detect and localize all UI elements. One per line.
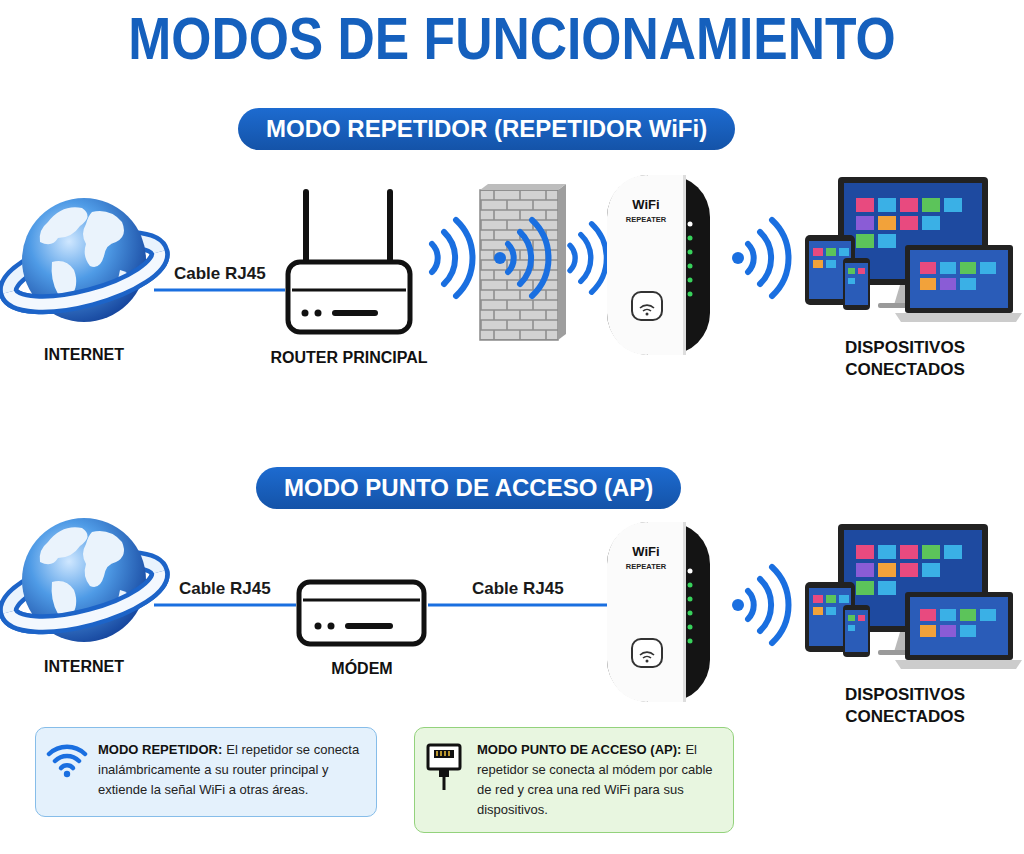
wifi-waves xyxy=(748,220,789,296)
repeater-node: WiFiREPEATER xyxy=(607,175,710,355)
info-heading: MODO PUNTO DE ACCESO (AP): xyxy=(477,742,681,757)
art-shape xyxy=(288,262,410,332)
cable-label: Cable RJ45 xyxy=(179,579,271,599)
info-heading: MODO REPETIDOR: xyxy=(98,742,222,757)
cable-line xyxy=(154,604,296,607)
wifi-dot xyxy=(494,252,506,264)
ethernet-icon xyxy=(425,742,463,792)
device-caption: INTERNET xyxy=(44,657,124,678)
page-title: MODOS DE FUNCIONAMIENTO xyxy=(72,6,953,72)
art-shape xyxy=(315,310,322,317)
model-label: REPEATER xyxy=(607,562,685,571)
art-shape xyxy=(49,747,85,754)
art-shape xyxy=(558,184,566,340)
art-shape xyxy=(299,582,424,644)
info-text: MODO PUNTO DE ACCESO (AP):El repetidor s… xyxy=(477,740,721,820)
router-icon xyxy=(288,192,410,332)
brand-label: WiFi xyxy=(607,197,685,212)
art-shape xyxy=(480,190,558,340)
info-text: MODO REPETIDOR:El repetidor se conecta i… xyxy=(98,740,364,800)
art-shape xyxy=(480,184,566,190)
art-shape xyxy=(332,310,378,316)
art-shape xyxy=(303,599,420,602)
mode-banner: MODO PUNTO DE ACCESO (AP) xyxy=(256,467,681,509)
devices-node: DISPOSITIVOS CONECTADOS xyxy=(800,175,1010,325)
cable-label: Cable RJ45 xyxy=(472,579,564,599)
device-caption: DISPOSITIVOS CONECTADOS xyxy=(820,337,990,381)
art-shape xyxy=(64,771,70,777)
device-caption: INTERNET xyxy=(44,345,124,366)
art-shape xyxy=(303,192,309,262)
info-box: MODO REPETIDOR:El repetidor se conecta i… xyxy=(35,727,377,817)
art-shape xyxy=(61,765,73,768)
device-caption: MÓDEM xyxy=(331,659,392,680)
art-shape xyxy=(439,769,449,777)
art-shape xyxy=(292,289,406,292)
art-shape xyxy=(434,750,454,758)
wifi-icon xyxy=(46,742,88,778)
art-shape xyxy=(428,745,460,769)
internet-node: INTERNET xyxy=(14,195,154,325)
cable-line xyxy=(154,289,285,292)
banner-text: MODO REPETIDOR (REPETIDOR WiFi) xyxy=(266,115,707,143)
art-shape xyxy=(440,751,442,756)
devices-icon xyxy=(805,524,1022,669)
wifi-waves xyxy=(748,567,789,643)
art-shape xyxy=(387,192,393,262)
art-shape xyxy=(55,756,79,761)
repeater-node: WiFiREPEATER xyxy=(607,522,710,702)
internet-node: INTERNET xyxy=(14,515,154,645)
globe-icon xyxy=(2,518,166,642)
art-shape xyxy=(444,751,446,756)
info-box: MODO PUNTO DE ACCESO (AP):El repetidor s… xyxy=(414,727,734,833)
art-shape xyxy=(302,310,309,317)
wall xyxy=(480,184,566,340)
art-shape xyxy=(345,623,393,629)
repeater-device xyxy=(607,522,710,702)
device-caption: DISPOSITIVOS CONECTADOS xyxy=(820,684,990,728)
art-shape xyxy=(315,623,322,630)
model-label: REPEATER xyxy=(607,215,685,224)
modem-node: MÓDEM xyxy=(296,575,428,647)
device-caption: ROUTER PRINCIPAL xyxy=(270,348,427,369)
modem-icon xyxy=(299,582,424,644)
router-node: ROUTER PRINCIPAL xyxy=(285,188,413,336)
cable-line xyxy=(428,604,607,607)
art-shape xyxy=(328,623,335,630)
wifi-dot xyxy=(732,599,744,611)
devices-icon xyxy=(805,177,1022,322)
globe-icon xyxy=(2,198,166,322)
art-shape xyxy=(448,751,450,756)
wifi-waves xyxy=(508,220,549,296)
wifi-dot xyxy=(732,252,744,264)
wifi-waves xyxy=(432,220,473,296)
brand-label: WiFi xyxy=(607,544,685,559)
repeater-device xyxy=(607,175,710,355)
cable-label: Cable RJ45 xyxy=(174,264,266,284)
mode-banner: MODO REPETIDOR (REPETIDOR WiFi) xyxy=(238,108,735,150)
wifi-waves xyxy=(570,224,606,292)
art-shape xyxy=(436,751,438,756)
devices-node: DISPOSITIVOS CONECTADOS xyxy=(800,522,1010,672)
banner-text: MODO PUNTO DE ACCESO (AP) xyxy=(284,474,653,502)
art-shape xyxy=(443,777,446,790)
